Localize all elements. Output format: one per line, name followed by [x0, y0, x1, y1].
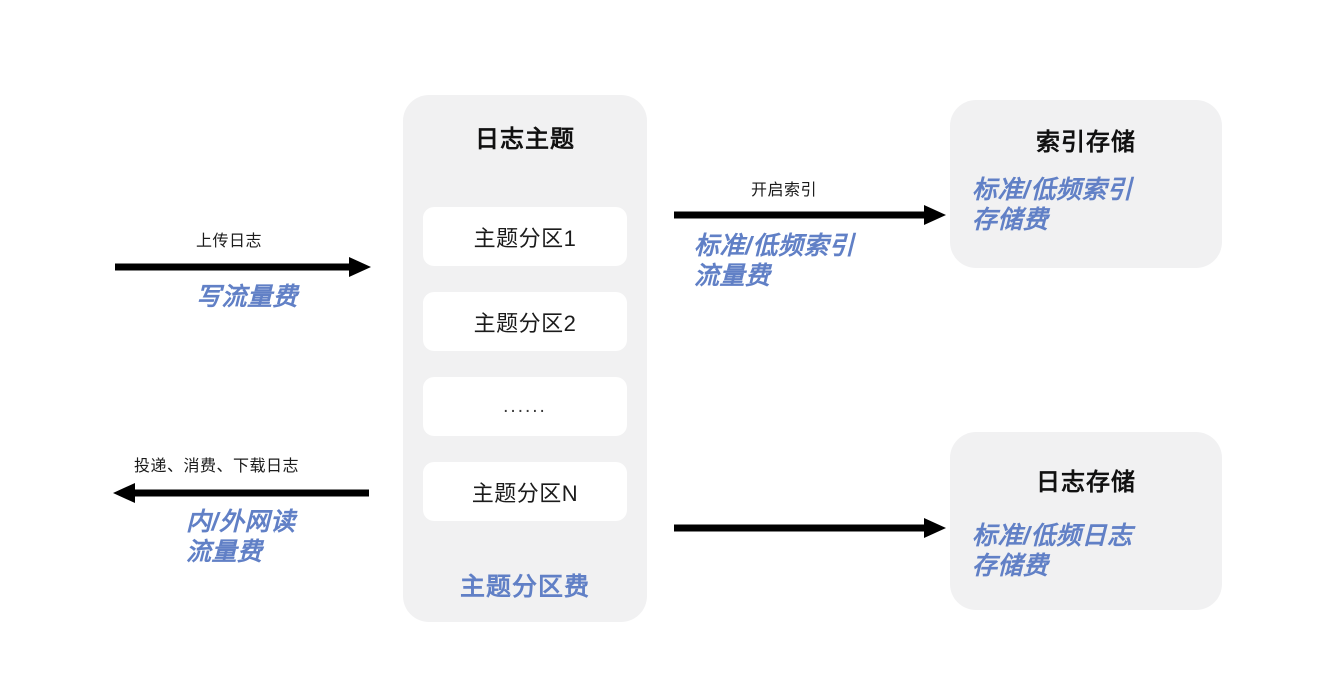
log-storage-fee-line2: 存储费	[972, 551, 1049, 580]
log-storage-fee-line1: 标准/低频日志	[972, 522, 1133, 550]
topic-partition-ellipsis: ......	[423, 377, 627, 436]
index-storage-fee-line2: 存储费	[972, 205, 1049, 234]
read-fee-label: 内/外网读 流量费	[186, 508, 295, 567]
upload-arrow-caption: 上传日志	[196, 233, 263, 250]
storage-arrow-right-icon	[674, 518, 946, 538]
index-fee-line1: 标准/低频索引	[694, 232, 855, 260]
log-topic-panel: 日志主题 主题分区1 主题分区2 ...... 主题分区N 主题分区费	[403, 95, 647, 622]
index-arrow-right-icon	[674, 205, 946, 225]
index-storage-fee-label: 标准/低频索引 存储费	[972, 176, 1132, 235]
index-storage-panel: 索引存储 标准/低频索引 存储费	[950, 100, 1222, 268]
upload-fee-label: 写流量费	[196, 283, 299, 311]
index-arrow-caption: 开启索引	[751, 182, 818, 199]
topic-partition-list: 主题分区1 主题分区2 ...... 主题分区N	[423, 207, 627, 547]
read-fee-line1: 内/外网读	[186, 508, 296, 536]
topic-partition-item[interactable]: 主题分区N	[423, 462, 627, 521]
topic-partition-fee-label: 主题分区费	[459, 573, 590, 601]
read-fee-line2: 流量费	[186, 537, 263, 566]
index-fee-label: 标准/低频索引 流量费	[694, 232, 854, 291]
upload-arrow-right-icon	[115, 257, 371, 277]
log-topic-title: 日志主题	[475, 126, 575, 153]
log-storage-panel: 日志存储 标准/低频日志 存储费	[950, 432, 1222, 610]
log-storage-title: 日志存储	[1036, 469, 1136, 496]
log-storage-fee-label: 标准/低频日志 存储费	[972, 522, 1132, 581]
read-arrow-left-icon	[113, 483, 369, 503]
topic-partition-item[interactable]: 主题分区1	[423, 207, 627, 266]
index-fee-line2: 流量费	[694, 261, 771, 290]
topic-partition-item[interactable]: 主题分区2	[423, 292, 627, 351]
index-storage-fee-line1: 标准/低频索引	[972, 176, 1133, 204]
read-arrow-caption: 投递、消费、下载日志	[134, 458, 300, 475]
index-storage-title: 索引存储	[1036, 129, 1136, 156]
